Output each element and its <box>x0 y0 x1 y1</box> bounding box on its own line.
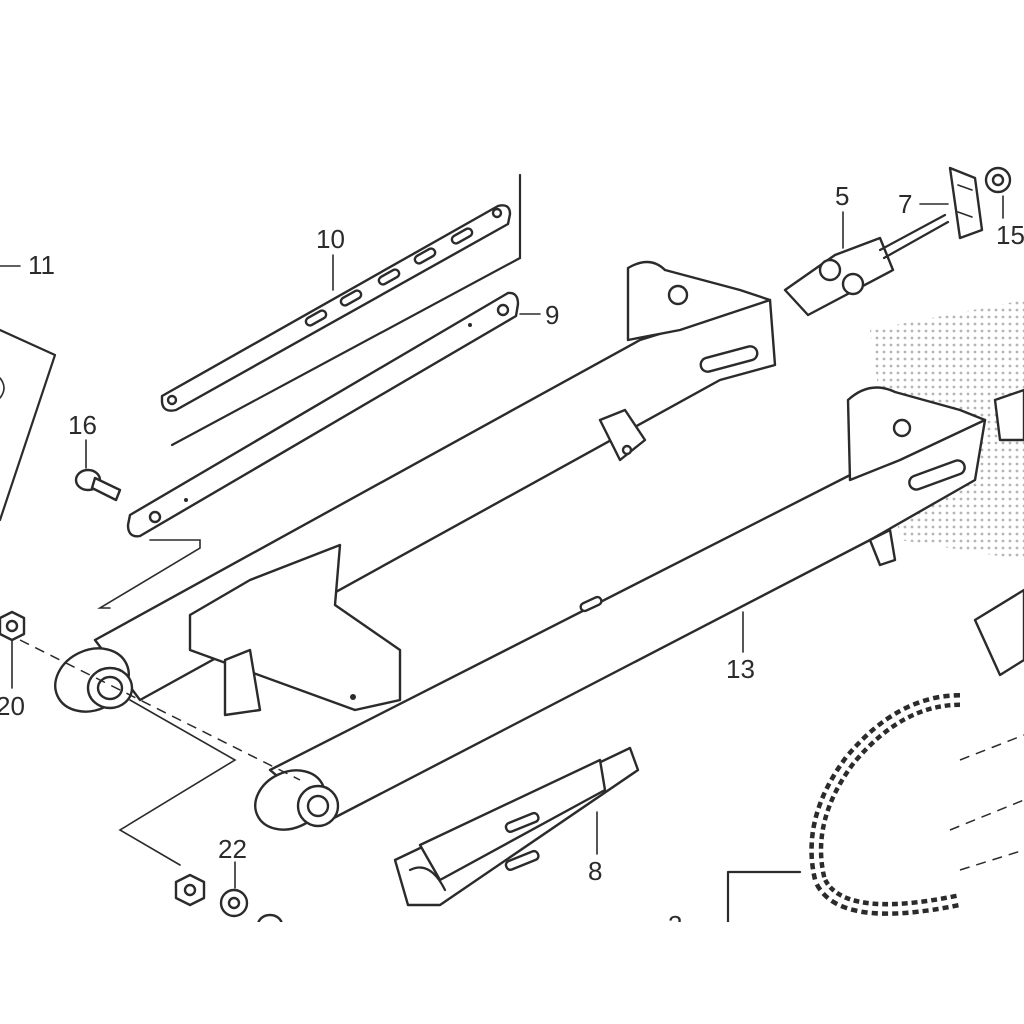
part-3-drive-chain <box>809 693 1024 916</box>
part-7-adjuster-bolt <box>878 213 950 260</box>
part-16-bolt <box>74 468 122 502</box>
callout-leaders <box>0 195 1004 889</box>
swingarm-crossmember <box>188 543 402 717</box>
part-20-nut <box>0 610 26 642</box>
part-9-plate <box>126 291 520 538</box>
pivot-bushing-upper <box>54 647 134 713</box>
part-5-adjuster-plate <box>783 236 895 317</box>
part-8-chain-slider <box>393 746 640 907</box>
callout-20: 20 <box>0 691 25 721</box>
callout-8: 8 <box>588 856 602 886</box>
callout-15: 15 <box>996 220 1024 250</box>
guide-line <box>170 256 522 447</box>
callout-16: 16 <box>68 410 97 440</box>
left-panel-outline <box>0 328 57 522</box>
callout-11: 11 <box>28 250 55 280</box>
part-9-leader <box>97 539 201 609</box>
bolt-leader <box>118 699 237 866</box>
bottom-crop-band <box>0 922 1024 1024</box>
pivot-bushing-lower <box>254 769 340 831</box>
callout-5: 5 <box>835 181 849 211</box>
chain-guard-partial <box>973 388 1024 677</box>
callout-9: 9 <box>545 300 559 330</box>
adjuster-bracket <box>948 166 984 240</box>
part-3-leader <box>726 870 802 924</box>
callout-7: 7 <box>898 189 912 219</box>
callout-10: 10 <box>316 224 345 254</box>
callout-22: 22 <box>218 834 247 864</box>
part-10-slotted-plate <box>160 204 512 412</box>
part-15-nut <box>984 166 1012 194</box>
pivot-axis-line <box>19 639 301 781</box>
callout-13: 13 <box>726 654 755 684</box>
